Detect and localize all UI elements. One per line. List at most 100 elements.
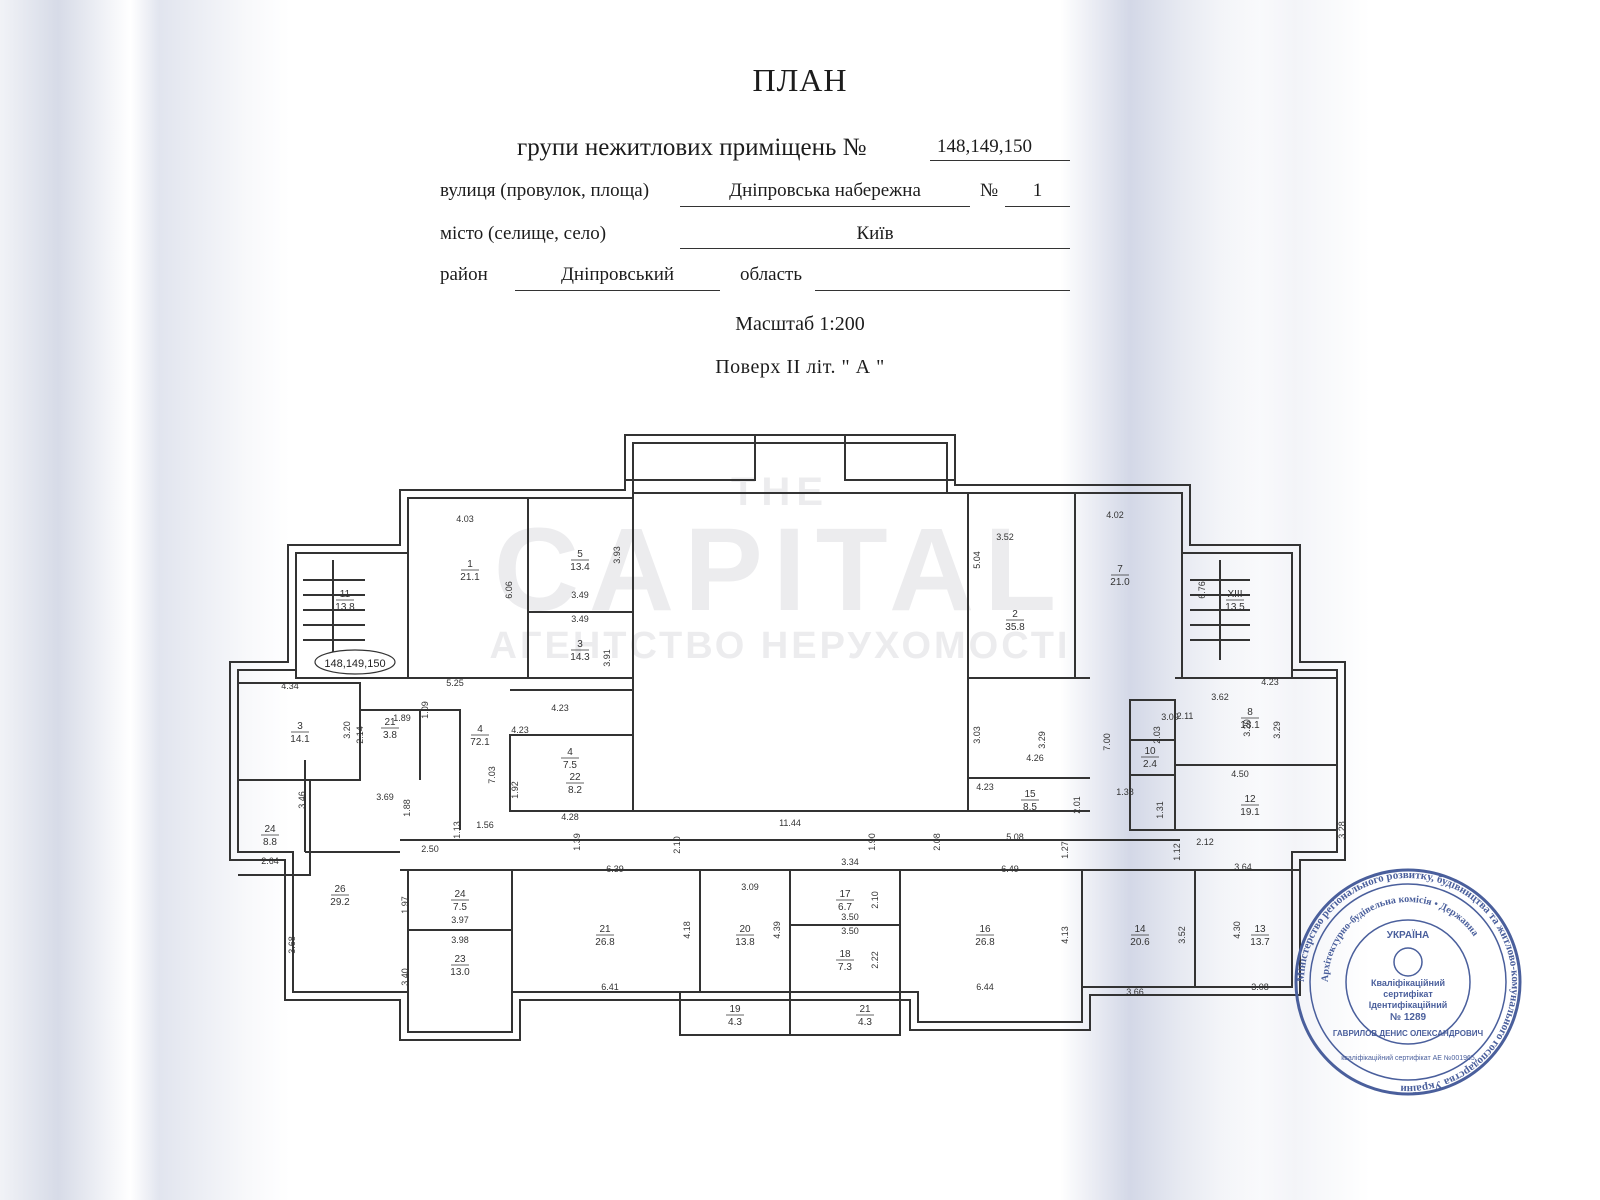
dimension-label: 3.03 bbox=[972, 726, 982, 744]
dimension-label: 2.10 bbox=[870, 891, 880, 909]
wall-right-rooms bbox=[1175, 677, 1337, 831]
dimension-label: 1.89 bbox=[393, 713, 411, 723]
dimension-label: 3.29 bbox=[1272, 721, 1282, 739]
stamp-country: УКРАЇНА bbox=[1387, 928, 1430, 941]
stair-left-steps bbox=[303, 560, 365, 660]
dimension-label: 2.10 bbox=[672, 836, 682, 854]
room-number: 26 bbox=[334, 884, 346, 895]
stamp-line-3: Ідентифікаційний bbox=[1369, 1000, 1448, 1010]
dimension-label: 3.49 bbox=[571, 614, 589, 624]
floor-caption: Поверх II літ. " А " bbox=[715, 356, 885, 378]
street-label: вулиця (провулок, площа) bbox=[440, 180, 650, 201]
corridor bbox=[400, 839, 1300, 871]
dimension-label: 1.12 bbox=[1172, 843, 1182, 861]
dimension-label: 4.30 bbox=[1232, 921, 1242, 939]
dimension-label: 3.40 bbox=[400, 968, 410, 986]
room-area: 18.1 bbox=[1240, 720, 1260, 731]
group-numbers-underline bbox=[930, 160, 1070, 161]
stair-right-steps bbox=[1190, 560, 1250, 660]
house-number-label: № bbox=[980, 180, 999, 201]
group-numbers: 148,149,150 bbox=[937, 136, 1032, 157]
dimension-label: 6.44 bbox=[976, 982, 994, 992]
room-area: 2.4 bbox=[1143, 759, 1157, 770]
room-number: 24 bbox=[264, 824, 276, 835]
dimension-label: 1.09 bbox=[420, 701, 430, 719]
wall-mid-left bbox=[509, 689, 634, 812]
room-area: 26.8 bbox=[975, 937, 995, 948]
room-area: 13.7 bbox=[1250, 937, 1270, 948]
dimension-label: 4.23 bbox=[551, 703, 569, 713]
room-area: 7.5 bbox=[563, 760, 577, 771]
dimension-label: 1.56 bbox=[476, 820, 494, 830]
dimension-label: 4.13 bbox=[1060, 926, 1070, 944]
room-area: 14.3 bbox=[570, 652, 590, 663]
house-number-underline bbox=[1005, 206, 1070, 207]
group-tag: 148,149,150 bbox=[314, 649, 396, 675]
group-tag-text: 148,149,150 bbox=[324, 658, 385, 670]
dimension-label: 3.34 bbox=[841, 857, 859, 867]
dimension-label: 4.23 bbox=[976, 782, 994, 792]
room-number: 10 bbox=[1144, 746, 1156, 757]
room-number: 3 bbox=[577, 639, 583, 650]
dimension-label: 2.01 bbox=[1072, 796, 1082, 814]
dimension-label: 2.11 bbox=[1177, 711, 1194, 721]
dimension-label: 3.20 bbox=[342, 721, 352, 739]
wall-bottom-rooms bbox=[407, 870, 1196, 992]
room-number: 13 bbox=[1254, 924, 1266, 935]
dimension-label: 4.23 bbox=[511, 725, 529, 735]
street-underline bbox=[680, 206, 970, 207]
room-area: 21.1 bbox=[460, 572, 480, 583]
dimension-label: 1.27 bbox=[1060, 841, 1070, 859]
dimension-label: 3.46 bbox=[297, 791, 307, 809]
stamp-emblem-icon bbox=[1393, 947, 1423, 977]
district-underline bbox=[515, 290, 720, 291]
room-number: XIII bbox=[1227, 589, 1242, 600]
dimension-label: 2.14 bbox=[355, 726, 365, 744]
region-label: область bbox=[740, 264, 803, 285]
dimension-label: 6.06 bbox=[504, 581, 514, 599]
dimension-label: 3.49 bbox=[571, 590, 589, 600]
city-label: місто (селище, село) bbox=[440, 223, 607, 244]
dimension-label: 4.02 bbox=[1106, 510, 1124, 520]
dimension-label: 1.31 bbox=[1155, 801, 1165, 819]
room-area: 8.8 bbox=[263, 837, 277, 848]
balcony-right bbox=[844, 434, 956, 481]
dimension-label: 3.09 bbox=[741, 882, 759, 892]
room-number: 3 bbox=[297, 721, 303, 732]
dimension-label: 7.03 bbox=[487, 766, 497, 784]
room-number: 18 bbox=[839, 949, 851, 960]
dimension-label: 6.76 bbox=[1197, 581, 1207, 599]
dimension-label: 4.28 bbox=[561, 812, 579, 822]
dimension-label: 2.12 bbox=[1196, 837, 1214, 847]
dimension-label: 4.26 bbox=[1026, 753, 1044, 763]
room-number: 11 bbox=[340, 589, 351, 600]
dimension-label: 3.64 bbox=[1234, 862, 1252, 872]
room-area: 35.8 bbox=[1005, 622, 1025, 633]
document-subtitle: групи нежитлових приміщень № bbox=[517, 134, 867, 161]
document-title: ПЛАН bbox=[752, 62, 848, 98]
dimension-label: 3.62 bbox=[1211, 692, 1229, 702]
dimension-label: 3.98 bbox=[451, 935, 469, 945]
room-area: 29.2 bbox=[330, 897, 350, 908]
room-area: 13.8 bbox=[335, 602, 355, 613]
dimension-label: 6.41 bbox=[601, 982, 619, 992]
room-area: 4.3 bbox=[728, 1017, 742, 1028]
room-area: 7.5 bbox=[453, 902, 467, 913]
room-number: 20 bbox=[739, 924, 751, 935]
plan-walls bbox=[229, 434, 1346, 1041]
dimension-label: 4.50 bbox=[1231, 769, 1249, 779]
dimension-label: 5.08 bbox=[1006, 832, 1024, 842]
dimension-label: 1.88 bbox=[402, 799, 412, 817]
room-number: 14 bbox=[1134, 924, 1146, 935]
wall-upper-left bbox=[408, 498, 633, 679]
room-number: 2 bbox=[1012, 609, 1018, 620]
street-value: Дніпровська набережна bbox=[729, 180, 921, 201]
stamp-line-4: № 1289 bbox=[1390, 1012, 1427, 1023]
dimension-label: 2.22 bbox=[870, 951, 880, 969]
dimension-label: 3.29 bbox=[1037, 731, 1047, 749]
stair-right bbox=[1181, 552, 1293, 679]
dimension-label: 1.39 bbox=[572, 833, 582, 851]
scale-caption: Масштаб 1:200 bbox=[735, 313, 865, 335]
